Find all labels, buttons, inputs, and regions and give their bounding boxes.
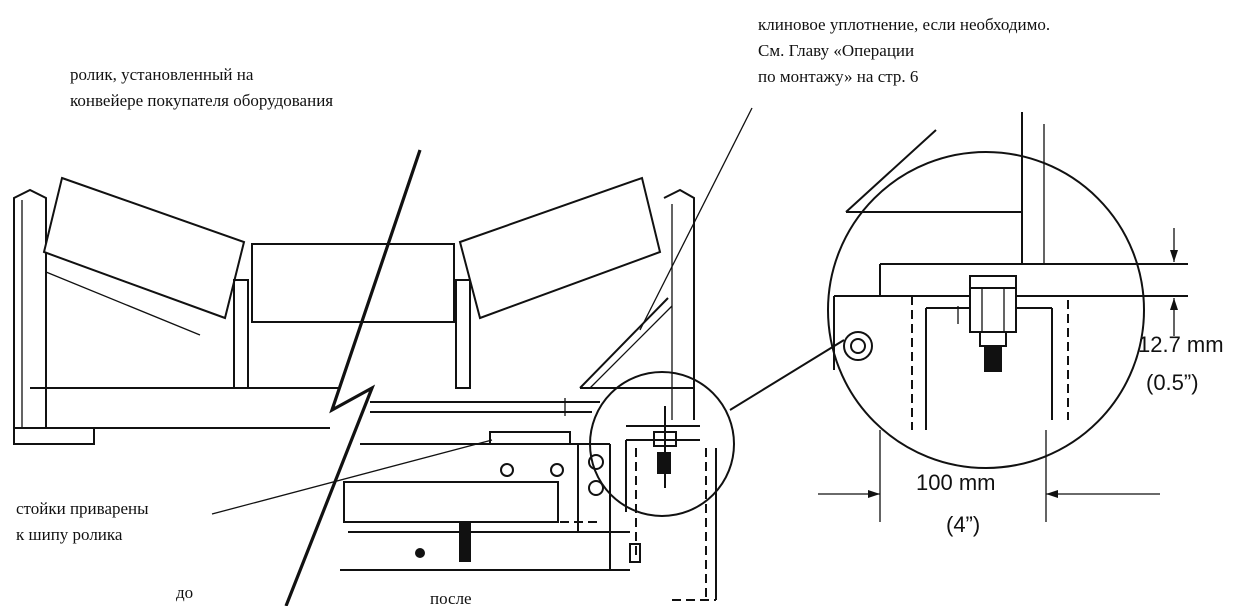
detail-circle-large [827, 112, 1188, 469]
mounting-bracket [340, 431, 641, 571]
wedge-label-line3: по монтажу» на стр. 6 [758, 67, 919, 86]
roller-supports-left [233, 279, 471, 389]
posts-label-line1: стойки приварены [16, 499, 149, 518]
before-label: до [176, 583, 194, 602]
posts-label-line2: к шипу ролика [16, 525, 123, 544]
gap-dimension [1170, 228, 1178, 336]
wedge-label-line2: См. Главу «Операции [758, 41, 915, 60]
idler-frame-right [370, 188, 695, 420]
roller-label-line1: ролик, установленный на [70, 65, 254, 84]
width-dimension-in: (4”) [946, 512, 981, 537]
left-wing-roller [42, 176, 246, 320]
gap-dimension-mm: 12.7 mm [1138, 332, 1224, 357]
idler-frame-left [13, 188, 340, 445]
bolt-heads [415, 454, 604, 562]
detail-connector-line [729, 339, 845, 411]
wedge-leader-line [639, 107, 753, 331]
gap-dimension-in: (0.5”) [1146, 370, 1199, 395]
detail-circle-small [589, 371, 735, 601]
center-roller [251, 243, 455, 323]
right-wing-roller [458, 176, 662, 320]
width-dimension [818, 430, 1160, 522]
after-label: после [430, 589, 472, 606]
width-dimension-mm: 100 mm [916, 470, 996, 495]
posts-leader-line [211, 439, 493, 515]
wedge-label-line1: клиновое уплотнение, если необходимо. [758, 15, 1051, 34]
break-line [284, 149, 422, 606]
roller-label-line2: конвейере покупателя оборудования [70, 91, 334, 110]
